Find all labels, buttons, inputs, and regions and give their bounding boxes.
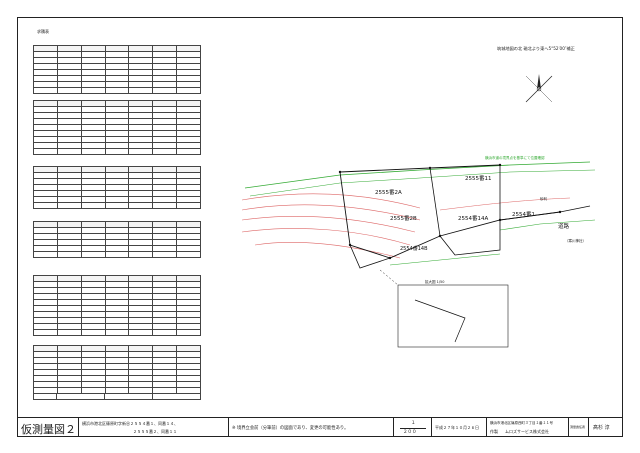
ledger-title: 求積表 <box>37 29 49 34</box>
lot-boundary <box>429 167 441 237</box>
title-block: 仮測量図２ 横浜市港北区篠原町字新谷２５５４番１、同番１４、 ２５５５番２、同番… <box>17 417 623 437</box>
scale-cell: １ ２００ <box>394 418 432 437</box>
company-address: 横浜市港北区篠原西町３丁目１番１１号 <box>490 421 553 425</box>
lot-label-1: 2555番2A <box>375 189 402 196</box>
detail-label: 拡大図 1/50 <box>425 279 444 284</box>
drawing-title-cell: 仮測量図２ <box>17 418 79 437</box>
park-label: （寒川神社） <box>565 238 586 243</box>
lot-label-6: 2554番14B <box>400 245 428 252</box>
scale-denominator: ２００ <box>403 430 417 435</box>
contour-line <box>241 228 411 246</box>
survey-map: 2555番2A 2555番2B 2555番11 2554番14A 2554番1 … <box>241 155 596 348</box>
contour-line <box>241 216 416 233</box>
note-cell: ※ 境界立会前（分筆前）の図面であり、変更の可能性あり。 <box>229 418 394 437</box>
detail-inset <box>397 284 509 348</box>
lot-boundary <box>339 164 501 173</box>
surveyor-role-cell: 測量責任者 <box>569 418 589 437</box>
company-cell: 横浜市港北区篠原西町３丁目１番１１号 作製 ムロズサービス株式会社 <box>487 418 569 437</box>
lot-label-4: 2554番14A <box>458 215 488 222</box>
surveyor-name-cell: 髙杉 淳 <box>589 418 623 437</box>
road-edge <box>249 169 596 197</box>
gravel-label: 砂利 <box>540 196 548 201</box>
surveyor-role: 測量責任者 <box>570 425 586 429</box>
surveyor-name: 髙杉 淳 <box>593 425 610 431</box>
drawing-title: 仮測量図２ <box>21 423 76 436</box>
contour-line <box>241 193 421 209</box>
road-edge <box>499 219 596 231</box>
contour-line <box>254 241 401 259</box>
lot-label-3: 2555番11 <box>465 175 492 182</box>
road-label: 道路 <box>558 222 570 230</box>
north-arrow-icon <box>525 74 553 103</box>
lot-boundary <box>349 244 391 269</box>
location-line-1: 横浜市港北区篠原町字新谷２５５４番１、同番１４、 <box>82 421 178 426</box>
lot-boundary <box>439 220 501 256</box>
company-name: ムロズサービス株式会社 <box>505 429 549 434</box>
lot-label-2: 2555番2B <box>390 215 417 222</box>
drawing-frame <box>17 17 623 437</box>
date-cell: 平成２７年１０月２６日 <box>432 418 487 437</box>
road-edge <box>389 253 501 266</box>
road-boundary-note: 横浜市道の境界点を基準にて位置確認 <box>485 155 545 160</box>
location-line-2: ２５５５番２、同番１１ <box>133 429 177 434</box>
boundary-note: ※ 境界立会前（分筆前）の図面であり、変更の可能性あり。 <box>232 426 349 431</box>
lot-label-5: 2554番1 <box>512 211 535 218</box>
orientation-note: 筑城地図の北 磁北より東へ5°52′00″補正 <box>497 46 575 51</box>
drawing-date: 平成２７年１０月２６日 <box>435 425 479 430</box>
contour-line <box>439 197 571 211</box>
scale-numerator: １ <box>411 421 416 426</box>
detail-boundary <box>414 299 466 343</box>
contour-line <box>241 204 421 221</box>
location-cell: 横浜市港北区篠原町字新谷２５５４番１、同番１４、 ２５５５番２、同番１１ <box>79 418 229 437</box>
maker-label: 作製 <box>490 429 498 434</box>
road-edge <box>244 161 591 189</box>
